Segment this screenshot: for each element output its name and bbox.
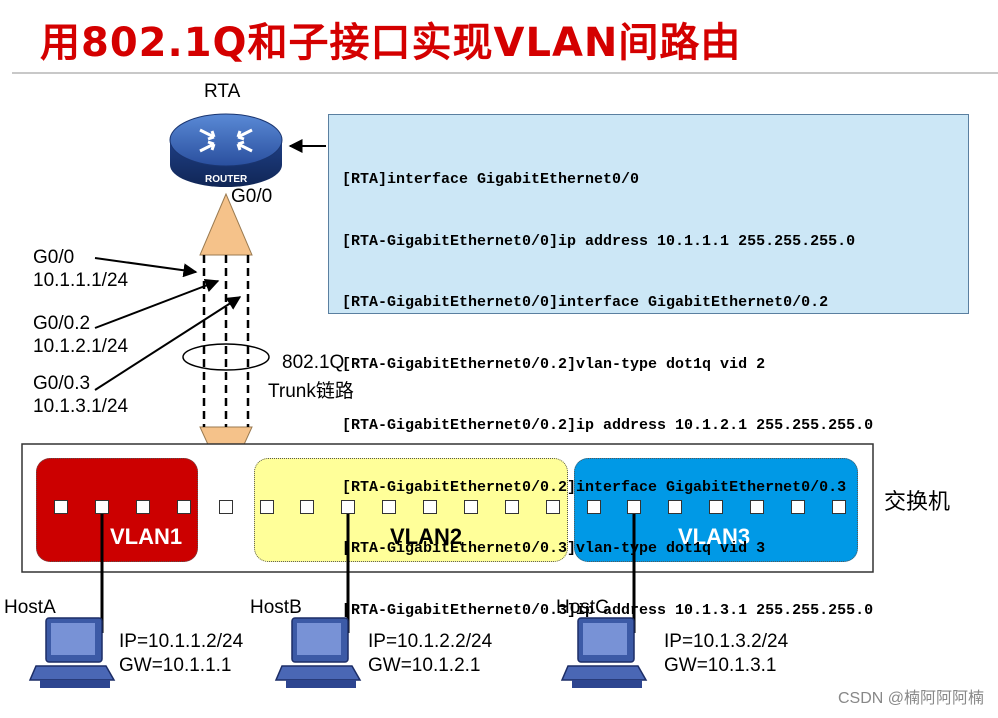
trunk-link-lines [202, 255, 250, 427]
host-b-ip: IP=10.1.2.2/24 [368, 631, 493, 652]
config-line: [RTA]interface GigabitEthernet0/0 [342, 171, 640, 188]
switch-port [219, 500, 233, 514]
config-line: [RTA-GigabitEthernet0/0.3]ip address 10.… [342, 601, 874, 619]
switch-port [300, 500, 314, 514]
router-badge: ROUTER [205, 174, 248, 185]
config-line: [RTA-GigabitEthernet0/0]ip address 10.1.… [342, 232, 856, 250]
arrow-g003 [94, 296, 242, 391]
switch-port [464, 500, 478, 514]
trunk-label-line1: 802.1Q [282, 352, 345, 373]
subif-g003-name: G0/0.3 [33, 373, 91, 394]
subif-g002-name: G0/0.2 [33, 313, 91, 334]
switch-port [423, 500, 437, 514]
switch-port [750, 500, 764, 514]
config-line: [RTA-GigabitEthernet0/0]interface Gigabi… [342, 294, 829, 311]
vlan2-label: VLAN2 [390, 524, 463, 549]
vlan1-label: VLAN1 [110, 524, 183, 549]
switch-port [341, 500, 355, 514]
switch-port [587, 500, 601, 514]
switch-port [177, 500, 191, 514]
switch-port [832, 500, 846, 514]
host-c-name: HostC [556, 597, 609, 618]
vlan3-label: VLAN3 [678, 524, 751, 549]
config-line: [RTA-GigabitEthernet0/0.2]interface Giga… [342, 478, 847, 496]
host-a-name: HostA [4, 597, 56, 618]
subif-g00-name: G0/0 [33, 247, 75, 268]
switch-label: 交换机 [884, 489, 951, 514]
host-b-name: HostB [250, 597, 302, 618]
switch-port [546, 500, 560, 514]
router-port-label: G0/0 [231, 186, 273, 207]
switch-port [95, 500, 109, 514]
subif-g003-ip: 10.1.3.1/24 [33, 396, 129, 417]
host-a-gw: GW=10.1.1.1 [119, 655, 232, 676]
switch-port [627, 500, 641, 514]
trunk-ellipse [182, 343, 270, 371]
switch-port [709, 500, 723, 514]
host-c-ip: IP=10.1.3.2/24 [664, 631, 789, 652]
subif-g002-ip: 10.1.2.1/24 [33, 336, 129, 357]
title-divider [12, 72, 998, 74]
page-title: 用802.1Q和子接口实现VLAN间路由 [40, 20, 742, 66]
switch-port [791, 500, 805, 514]
host-c-gw: GW=10.1.3.1 [664, 655, 777, 676]
switch-port [136, 500, 150, 514]
subif-g00-ip: 10.1.1.1/24 [33, 270, 129, 291]
switch-port [260, 500, 274, 514]
watermark: CSDN @楠阿阿阿楠 [837, 690, 984, 707]
switch-port [668, 500, 682, 514]
host-a-ip: IP=10.1.1.2/24 [119, 631, 244, 652]
config-box: [RTA]interface GigabitEthernet0/0 [RTA-G… [328, 114, 969, 619]
config-line: [RTA-GigabitEthernet0/0.2]ip address 10.… [342, 417, 874, 434]
switch-port [54, 500, 68, 514]
router-icon [169, 113, 283, 187]
arrow-g00 [94, 257, 198, 278]
switch-port [505, 500, 519, 514]
config-line: [RTA-GigabitEthernet0/0.3]vlan-type dot1… [342, 540, 766, 557]
trunk-label-line2: Trunk链路 [268, 381, 354, 402]
router-name: RTA [204, 81, 241, 102]
switch-port [382, 500, 396, 514]
config-line: [RTA-GigabitEthernet0/0.2]vlan-type dot1… [342, 355, 766, 373]
arrow-g002 [94, 278, 220, 329]
host-b-gw: GW=10.1.2.1 [368, 655, 481, 676]
